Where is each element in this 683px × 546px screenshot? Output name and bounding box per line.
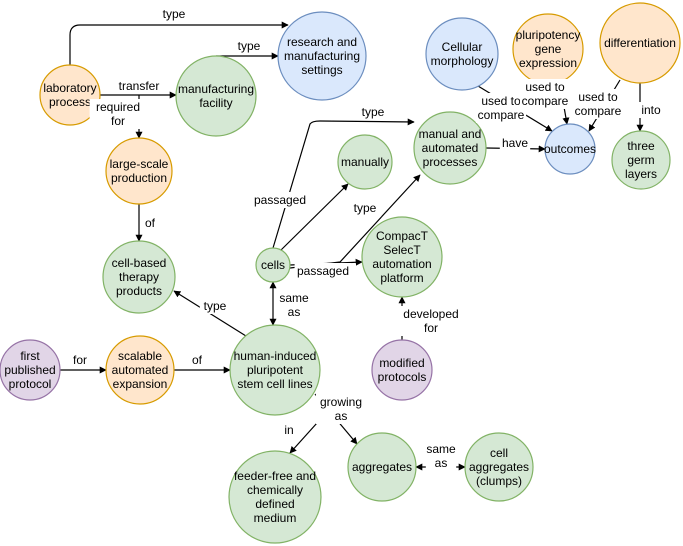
edge-label-bg [251, 192, 309, 208]
node-map [413, 111, 487, 185]
edge-label-bg [572, 89, 624, 119]
node-rms [277, 11, 367, 101]
node-ffm [228, 450, 322, 544]
node-label-cells: cells [261, 258, 285, 272]
edge-label-bg [141, 215, 159, 231]
node-label-out: outcomes [544, 142, 596, 156]
edge-label-lab-mfg: transfer [119, 79, 160, 93]
node-hipsc [229, 324, 321, 416]
edge-label-bg [278, 290, 310, 320]
edge-label-bg [233, 38, 265, 54]
edge-label-bg [399, 306, 463, 336]
edge-label-bg [499, 135, 531, 151]
node-sae [105, 335, 175, 405]
edge-lab-rms [69, 21, 289, 65]
edge-label-bg [89, 99, 147, 129]
node-diff [599, 2, 681, 84]
node-man [337, 134, 393, 190]
node-label-man: manually [341, 155, 389, 169]
edge-label-lsp-ctp: of [145, 216, 156, 230]
edge-label-bg [357, 104, 389, 120]
edge-label-fpp-sae: for [73, 353, 87, 367]
edge-label-bg [280, 422, 298, 438]
edge-label-bg [519, 79, 571, 109]
edge-label-bg [199, 298, 231, 314]
edge-label-hipsc-ctp: type [204, 299, 227, 313]
edge-label-lab-rms: type [163, 7, 186, 21]
edge-label-cells-man: passaged [254, 193, 306, 207]
edge-label-bg [188, 352, 206, 368]
node-fpp [0, 339, 61, 401]
node-lab [39, 64, 101, 126]
edge-label-bg [349, 200, 381, 216]
node-cm [425, 17, 499, 91]
node-ctp [102, 240, 176, 314]
node-clumps [464, 432, 534, 502]
edge-label-bg [110, 78, 168, 94]
node-agg [347, 432, 417, 502]
node-out [544, 123, 596, 175]
node-label-agg: aggregates [352, 460, 412, 474]
node-modp [371, 339, 433, 401]
node-mfg [175, 55, 257, 137]
edge-label-sae-hipsc: of [192, 353, 203, 367]
node-cells [255, 247, 291, 283]
edge-label-bg [158, 6, 190, 22]
edge-cells-map [272, 118, 415, 249]
node-csap [361, 216, 443, 298]
edge-cells-man [280, 183, 349, 251]
edge-label-bg [315, 394, 367, 424]
node-tgl [611, 130, 671, 190]
edge-label-csap-map: type [354, 201, 377, 215]
edge-label-bg [68, 352, 92, 368]
node-label-diff: differentiation [604, 36, 676, 50]
edge-label-bg [425, 441, 457, 471]
edge-label-cells-csap: passaged [297, 264, 349, 278]
edge-label-map-out: have [502, 136, 528, 150]
node-lsp [105, 137, 173, 205]
edge-label-bg [635, 102, 667, 118]
edge-label-diff-tgl: into [641, 103, 661, 117]
edge-label-hipsc-ffm: in [284, 423, 293, 437]
edge-label-cells-map: type [362, 105, 385, 119]
edge-label-bg [475, 93, 527, 123]
edge-label-bg [294, 263, 352, 279]
edge-label-mfg-rms: type [238, 39, 261, 53]
